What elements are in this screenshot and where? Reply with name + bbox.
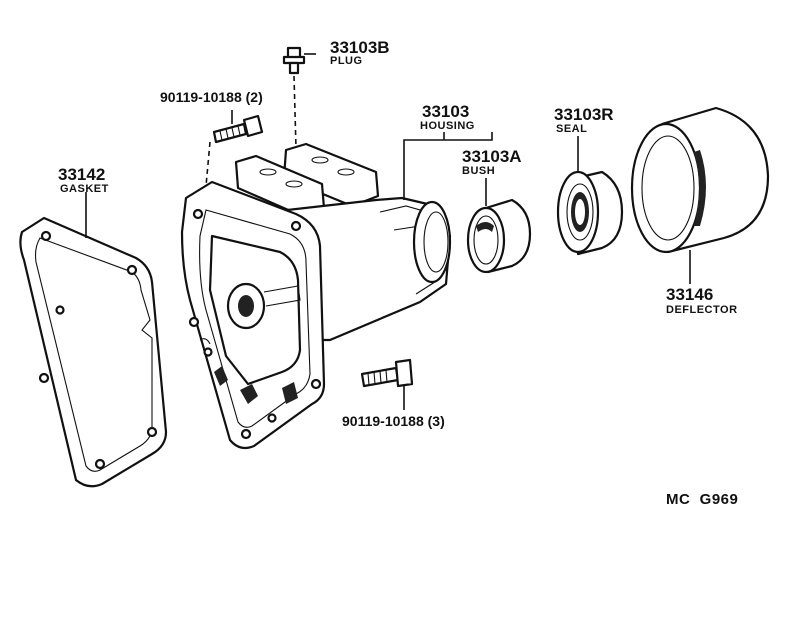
gasket-part-number: 33142 — [58, 165, 105, 184]
upper-bolt-part-number: 90119-10188 (2) — [160, 89, 263, 105]
plug-install-line — [293, 75, 297, 149]
deflector-part-number: 33146 — [666, 285, 713, 304]
seal-drawing — [556, 170, 624, 256]
bush-part-number: 33103A — [462, 147, 522, 166]
seal-part-name: SEAL — [556, 123, 587, 135]
housing-part-number: 33103 — [422, 102, 469, 121]
housing-drawing — [180, 142, 452, 450]
upper-bolt-install-line — [205, 141, 211, 187]
lower-bolt-drawing — [360, 358, 414, 388]
plug-drawing — [282, 46, 306, 75]
housing-part-name: HOUSING — [420, 120, 475, 132]
deflector-drawing — [630, 106, 770, 254]
bush-part-name: BUSH — [462, 165, 495, 177]
lower-bolt-part-number: 90119-10188 (3) — [342, 413, 445, 429]
seal-part-number: 33103R — [554, 105, 614, 124]
upper-bolt-drawing — [212, 114, 264, 144]
plug-part-name: PLUG — [330, 55, 363, 67]
gasket-drawing — [19, 216, 168, 488]
housing-leader — [403, 132, 493, 200]
plug-part-number: 33103B — [330, 38, 390, 57]
diagram-code: MC G969 — [666, 491, 738, 508]
bush-drawing — [466, 198, 532, 274]
gasket-part-name: GASKET — [60, 183, 109, 195]
deflector-part-name: DEFLECTOR — [666, 304, 738, 316]
